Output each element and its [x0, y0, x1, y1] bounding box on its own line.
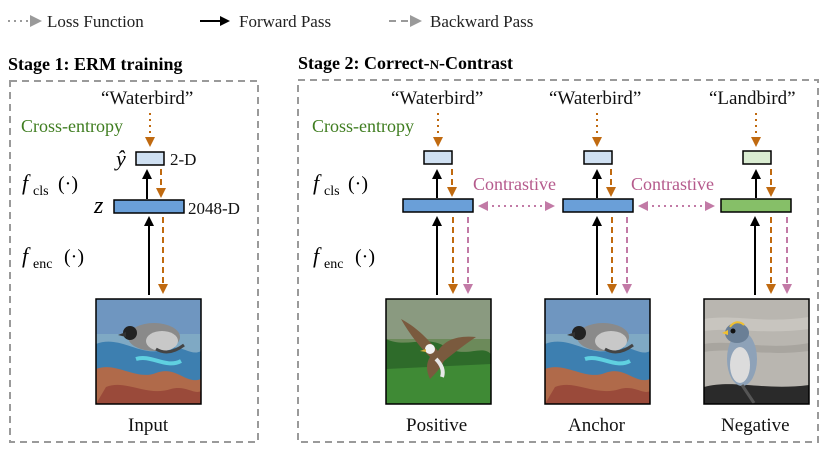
stage2-negative-embedding-box [720, 198, 792, 213]
stage2-positive-label-top: “Waterbird” [391, 88, 483, 109]
stage2-column-positive: “Waterbird” Positive [384, 88, 493, 436]
stage2-positive-logit-box [423, 150, 453, 165]
legend: Loss Function Forward Pass Backward Pass [8, 12, 533, 31]
stage1-z-box [113, 199, 185, 214]
stage2-fcls-label: f cls (·) [313, 170, 368, 199]
stage2-negative-label-top: “Landbird” [709, 88, 796, 109]
stage2-border [297, 79, 819, 443]
stage2-contrastive-left-label: Contrastive [473, 174, 556, 194]
legend-backward-label: Backward Pass [430, 12, 533, 31]
stage1-yhat-dim: 2-D [170, 150, 196, 169]
stage2-negative-logit-box [742, 150, 772, 165]
legend-loss-label: Loss Function [47, 12, 144, 31]
stage2-anchor-image [543, 297, 652, 406]
stage1-input-image [94, 297, 203, 406]
stage2-positive-caption: Positive [406, 415, 467, 436]
stage1-fenc-label: f enc (·) [22, 243, 84, 272]
stage2-positive-image [384, 297, 493, 406]
stage2-fenc-sub: enc [324, 257, 343, 272]
stage2-fenc-label: f enc (·) [313, 243, 375, 272]
stage2-anchor-label-top: “Waterbird” [549, 88, 641, 109]
stage2-title-n: N [430, 57, 440, 72]
stage2-negative-caption: Negative [721, 415, 790, 436]
stage1-fenc-f: f [22, 243, 31, 268]
stage1-yhat-box [135, 151, 165, 166]
stage2-fcls-sub: cls [324, 184, 340, 199]
stage2-panel: Stage 2: Correct-N-Contrast Cross-entrop… [297, 53, 819, 443]
stage2-negative-image [702, 297, 811, 406]
stage2-loss-label: Cross-entropy [312, 116, 414, 136]
stage1-title: Stage 1: ERM training [8, 54, 183, 74]
stage2-anchor-embedding-box [562, 198, 634, 213]
stage1-loss-label: Cross-entropy [21, 116, 123, 136]
stage1-panel: Stage 1: ERM training “Waterbird” Cross-… [8, 54, 259, 443]
stage1-fcls-label: f cls (·) [22, 170, 78, 199]
stage2-title-prefix: Stage 2: Correct- [298, 53, 430, 73]
stage1-border [9, 80, 259, 443]
stage1-z-symbol: z [93, 193, 104, 219]
stage2-title-suffix: -Contrast [439, 53, 513, 73]
stage1-label-top: “Waterbird” [101, 88, 193, 109]
stage2-title: Stage 2: Correct-N-Contrast [298, 53, 513, 73]
stage1-fcls-arg: (·) [58, 173, 78, 195]
stage1-z-dim: 2048-D [188, 199, 240, 218]
stage2-fcls-f: f [313, 170, 322, 195]
stage2-anchor-logit-box [583, 150, 613, 165]
stage2-fenc-f: f [313, 243, 322, 268]
stage2-positive-embedding-box [402, 198, 474, 213]
stage2-contrastive-right-label: Contrastive [631, 174, 714, 194]
legend-forward-label: Forward Pass [239, 12, 331, 31]
stage2-column-negative: “Landbird” Negative [702, 88, 811, 436]
stage1-fcls-sub: cls [33, 184, 49, 199]
stage2-column-anchor: “Waterbird” Anchor [543, 88, 652, 436]
stage1-fenc-sub: enc [33, 257, 52, 272]
stage1-fenc-arg: (·) [64, 246, 84, 268]
stage2-anchor-caption: Anchor [568, 415, 626, 436]
stage1-yhat-symbol: ŷ [114, 146, 126, 171]
stage1-image-caption: Input [128, 415, 169, 436]
stage2-fenc-arg: (·) [355, 246, 375, 268]
stage2-fcls-arg: (·) [348, 173, 368, 195]
stage1-fcls-f: f [22, 170, 31, 195]
